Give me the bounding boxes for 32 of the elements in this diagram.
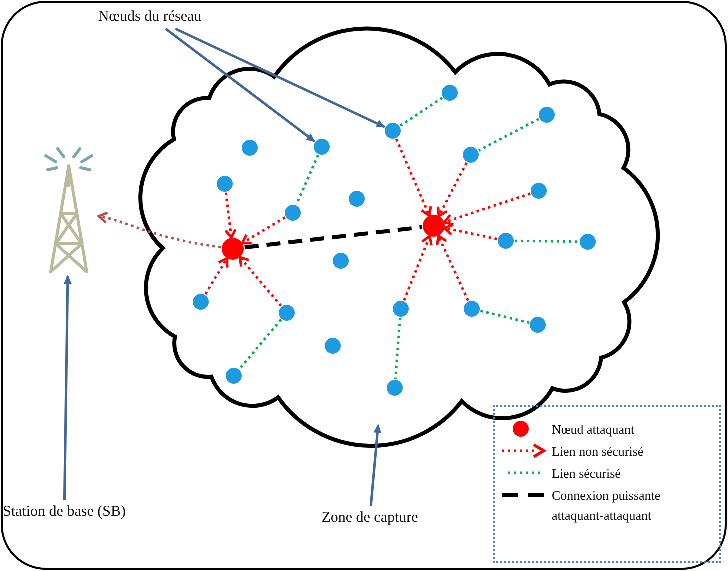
link-line <box>295 154 320 206</box>
link-line <box>514 240 580 244</box>
link-line <box>400 96 444 128</box>
callout-label: Station de base (SB) <box>2 500 127 524</box>
link-line <box>478 118 540 152</box>
link-arrow <box>224 192 237 240</box>
leader-arrow <box>370 424 382 506</box>
link-arrow <box>98 212 222 249</box>
callout-label: Zone de capture <box>300 506 440 530</box>
link-arrow <box>204 257 229 295</box>
radio-tower-drawing <box>44 148 94 274</box>
link-line <box>480 310 530 324</box>
link-arrow <box>238 256 282 307</box>
legend-label: Lien sécurisé <box>552 465 622 483</box>
callout-label: Nœuds du réseau <box>80 5 220 29</box>
leader-arrow <box>165 28 316 143</box>
link-arrow <box>436 234 470 302</box>
link-arrow <box>395 138 432 218</box>
legend-label: Nœud attaquant <box>552 421 636 439</box>
link-line <box>238 319 282 370</box>
link-arrow <box>437 162 468 218</box>
link-arrow <box>241 216 286 245</box>
link-arrow <box>443 192 531 226</box>
leader-arrow <box>175 28 386 128</box>
legend-label: Connexion puissante attaquant-attaquant <box>552 487 662 525</box>
leader-arrow <box>63 275 72 500</box>
link-arrow <box>443 224 498 240</box>
link-line <box>394 318 402 380</box>
link-line <box>244 225 422 250</box>
legend-label: Lien non sécurisé <box>552 443 645 461</box>
link-arrow <box>403 235 433 302</box>
cloud-outline <box>138 26 660 448</box>
